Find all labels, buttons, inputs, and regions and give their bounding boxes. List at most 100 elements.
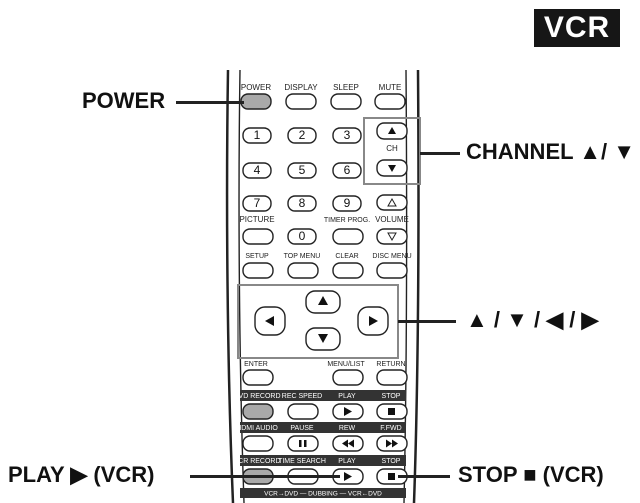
mute-label: MUTE — [379, 83, 402, 92]
play-icon — [344, 472, 352, 481]
power-callout: POWER — [82, 88, 166, 113]
stop-icon — [388, 408, 395, 415]
play-callout: PLAY ▶ (VCR) — [8, 462, 155, 487]
enter-button[interactable] — [242, 369, 274, 386]
pause-button[interactable] — [287, 435, 319, 452]
remote-right-edge — [412, 69, 420, 503]
hdmi-audio-button[interactable] — [242, 435, 274, 452]
num-7-label: 7 — [254, 196, 261, 210]
power-button[interactable] — [240, 93, 272, 110]
remote-left-inner-edge — [238, 69, 245, 503]
num-0-label: 0 — [299, 229, 306, 243]
vcr-record-label: VCR RECORD — [233, 458, 280, 465]
rec-speed-button[interactable] — [287, 403, 319, 420]
vcr-badge: VCR — [534, 9, 620, 47]
top-menu-label: TOP MENU — [284, 253, 321, 260]
channel-leader-line — [420, 152, 460, 155]
sleep-label: SLEEP — [333, 83, 359, 92]
display-label: DISPLAY — [284, 83, 318, 92]
mute-button[interactable] — [374, 93, 406, 110]
power-leader-line — [176, 101, 244, 104]
vcr-play-label: PLAY — [338, 458, 356, 465]
num-9-button[interactable] — [332, 195, 362, 212]
dvd-label-strip — [240, 390, 406, 401]
fast-forward-icon — [386, 439, 392, 448]
rewind-icon — [342, 439, 348, 448]
time-search-label: TIME SEARCH — [278, 458, 326, 465]
picture-button[interactable] — [242, 228, 274, 245]
num-9-label: 9 — [344, 196, 351, 210]
clear-button[interactable] — [332, 262, 364, 279]
dvd-record-label: DVD RECORD — [233, 393, 280, 400]
num-6-label: 6 — [344, 163, 351, 177]
triangle-up-icon — [318, 296, 328, 305]
stop-icon — [388, 473, 395, 480]
volume-down-button[interactable] — [376, 228, 408, 245]
channel-highlight-box — [363, 117, 421, 185]
triangle-down-icon — [388, 165, 396, 172]
dvd-stop-label: STOP — [382, 393, 401, 400]
dvd-play-label: PLAY — [338, 393, 356, 400]
vcr-stop-label: STOP — [382, 458, 401, 465]
num-3-button[interactable] — [332, 127, 362, 144]
num-5-button[interactable] — [287, 162, 317, 179]
triangle-up-icon — [387, 197, 397, 207]
triangle-down-icon — [318, 334, 328, 343]
play-icon — [344, 407, 352, 416]
triangle-up-icon — [388, 127, 396, 134]
play-leader-line — [190, 475, 340, 478]
num-4-label: 4 — [254, 163, 261, 177]
arrows-callout: ▲ / ▼ / ◀ / ▶ — [466, 307, 599, 332]
triangle-down-icon — [387, 232, 397, 242]
dubbing-label: VCR→DVD — DUBBING — VCR←DVD — [264, 491, 382, 498]
num-2-label: 2 — [299, 128, 306, 142]
clear-label: CLEAR — [335, 253, 358, 260]
hdmi-audio-label: HDMI AUDIO — [236, 425, 278, 432]
setup-label: SETUP — [245, 253, 269, 260]
num-3-label: 3 — [344, 128, 351, 142]
dvd-record-button[interactable] — [242, 403, 274, 420]
stop-callout: STOP ■ (VCR) — [458, 462, 604, 487]
remote-left-edge — [225, 69, 235, 503]
num-8-label: 8 — [299, 196, 306, 210]
dubbing-label-strip — [240, 488, 406, 498]
num-0-button[interactable] — [287, 228, 317, 245]
triangle-right-icon — [369, 316, 378, 326]
num-6-button[interactable] — [332, 162, 362, 179]
display-button[interactable] — [285, 93, 317, 110]
sleep-button[interactable] — [330, 93, 362, 110]
disc-menu-label: DISC MENU — [372, 253, 411, 260]
picture-label: PICTURE — [239, 215, 274, 224]
volume-label: VOLUME — [375, 215, 409, 224]
rew-label: REW — [339, 425, 356, 432]
timer-prog-button[interactable] — [332, 228, 364, 245]
return-button[interactable] — [376, 369, 408, 386]
menu-list-button[interactable] — [332, 369, 364, 386]
num-5-label: 5 — [299, 163, 306, 177]
top-menu-button[interactable] — [287, 262, 319, 279]
triangle-left-icon — [265, 316, 274, 326]
pause-label: PAUSE — [290, 425, 314, 432]
menu-list-label: MENU/LIST — [327, 361, 365, 368]
channel-label: CH — [386, 144, 398, 153]
setup-button[interactable] — [242, 262, 274, 279]
num-4-button[interactable] — [242, 162, 272, 179]
num-8-button[interactable] — [287, 195, 317, 212]
enter-label: ENTER — [244, 361, 268, 368]
power-label: POWER — [241, 83, 271, 92]
pause-icon — [299, 440, 302, 447]
ffwd-label: F.FWD — [380, 425, 401, 432]
num-7-button[interactable] — [242, 195, 272, 212]
num-1-label: 1 — [254, 128, 261, 142]
return-label: RETURN — [376, 361, 405, 368]
vcr-label-strip-2 — [240, 455, 406, 466]
volume-up-button[interactable] — [376, 194, 408, 211]
arrows-leader-line — [398, 320, 456, 323]
rec-speed-label: REC SPEED — [282, 393, 322, 400]
num-1-button[interactable] — [242, 127, 272, 144]
num-2-button[interactable] — [287, 127, 317, 144]
disc-menu-button[interactable] — [376, 262, 408, 279]
vcr-label-strip-1 — [240, 422, 406, 433]
timer-prog-label: TIMER PROG. — [324, 217, 370, 224]
